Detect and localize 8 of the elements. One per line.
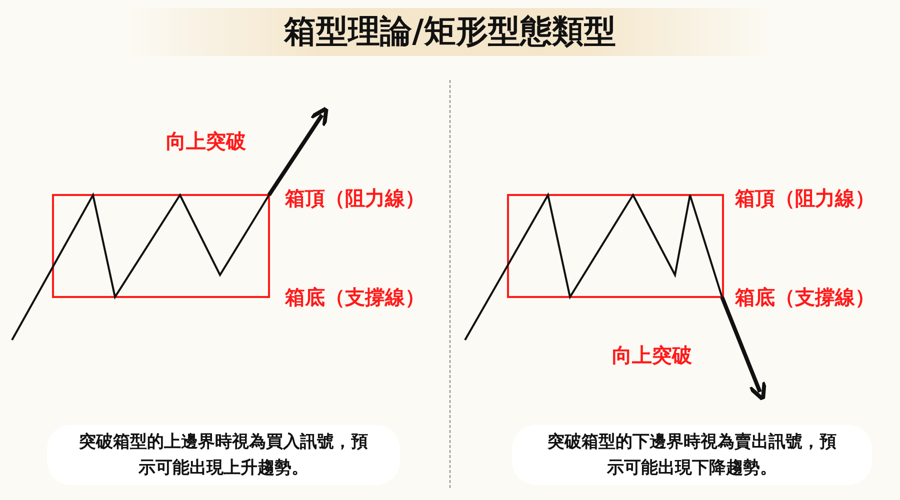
chart-label: 箱頂（阻力線）	[285, 185, 425, 212]
chart-label: 箱底（支撐線）	[285, 284, 425, 311]
chart-label: 向上突破	[612, 342, 692, 369]
chart-label: 箱底（支撐線）	[735, 284, 875, 311]
caption-text: 突破箱型的下邊界時視為賣出訊號，預示可能出現下降趨勢。	[546, 431, 838, 480]
caption-text: 突破箱型的上邊界時視為買入訊號，預示可能出現上升趨勢。	[78, 431, 369, 480]
chart-label: 向上突破	[166, 128, 246, 155]
chart-label: 箱頂（阻力線）	[735, 185, 875, 212]
